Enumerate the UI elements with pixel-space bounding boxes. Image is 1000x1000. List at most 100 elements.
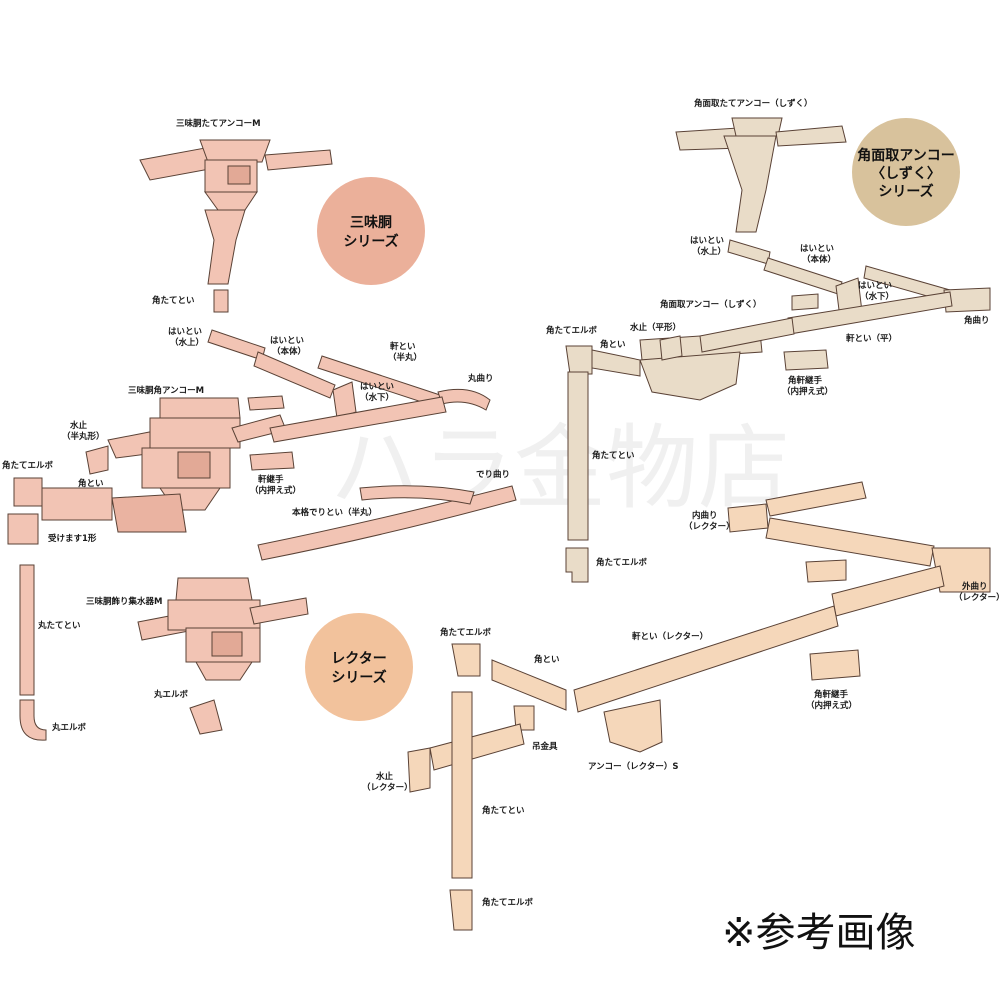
samimido-tate-anko-part	[139, 139, 333, 285]
label-k-mizudome: 水止（平形）	[629, 322, 681, 333]
samimido-haitoi-hontai-part	[253, 351, 336, 399]
rectar-series-badge: レクター シリーズ	[305, 613, 413, 721]
kakumen-series-badge: 角面取アンコー 〈しずく〉 シリーズ	[852, 118, 960, 226]
label-r-kaku-nokitsugite-2: （内押え式）	[806, 700, 857, 711]
label-s-kazari: 三味胴飾り集水器M	[86, 596, 162, 607]
svg-text:シリーズ: シリーズ	[343, 233, 398, 250]
samimido-maru-elbow-right-part	[189, 699, 223, 735]
label-s-kaku-anko: 三味胴角アンコーM	[128, 385, 204, 396]
label-k-kaku-tatetoi: 角たてとい	[592, 450, 635, 461]
label-k-haitoi-hontai-1: はいとい	[800, 244, 834, 254]
label-r-sotomagari-2: （レクター）	[954, 592, 1000, 603]
label-r-nokitoi: 軒とい（レクター）	[632, 631, 708, 642]
samimido-kaku-anko-part	[107, 397, 287, 511]
svg-text:シリーズ: シリーズ	[878, 183, 933, 200]
samimido-small-fitting-part	[247, 395, 285, 411]
label-s-nokitoi-2: （半丸）	[388, 352, 422, 363]
label-r-kaku-nokitsugite-1: 角軒継手	[814, 689, 849, 700]
label-r-uchimagari-2: （レクター）	[684, 521, 735, 532]
samimido-honkaku-deritoi-part	[257, 485, 517, 561]
svg-text:〈しずく〉: 〈しずく〉	[871, 165, 941, 182]
label-s-haitoi-mizushita-2: （水下）	[360, 392, 394, 403]
kakumen-haitoi-mizuue-part	[727, 239, 771, 265]
label-r-mizudome-1: 水止	[375, 771, 394, 782]
samimido-series-badge: 三味胴 シリーズ	[317, 177, 425, 285]
label-k-nokitoi: 軒とい（平）	[846, 333, 897, 344]
samimido-haitoi-mizushita-part	[332, 381, 357, 419]
label-k-haitoi-mizuue-1: はいとい	[690, 236, 724, 246]
rectar-anko-part	[603, 699, 663, 753]
samimido-kaku-tatetoi-part	[213, 289, 229, 313]
label-s-nokitsugite-1: 軒継手	[258, 474, 284, 485]
label-r-mizudome-2: （レクター）	[362, 782, 413, 793]
samimido-kazari-deco-part	[111, 493, 187, 533]
watermark-text: ハラ金物店	[330, 415, 790, 522]
rectar-kaku-elbow-top-part	[451, 643, 481, 677]
kakumen-tate-anko-part	[675, 117, 847, 233]
samimido-deri-magari-part	[359, 485, 475, 505]
svg-text:レクター: レクター	[331, 651, 386, 667]
label-k-haitoi-mizuue-2: （水上）	[692, 246, 726, 257]
kakumen-kaku-tatetoi-part	[567, 371, 589, 541]
kakumen-mizudome-part	[659, 335, 683, 361]
svg-text:三味胴: 三味胴	[350, 215, 392, 231]
rectar-kaku-tatetoi-part	[451, 691, 473, 879]
label-k-haitoi-hontai-2: （本体）	[802, 254, 836, 265]
label-s-kakutoi: 角とい	[78, 478, 104, 489]
label-s-honkaku-deritoi: 本格でりとい（半丸）	[292, 507, 377, 518]
svg-text:角面取アンコー: 角面取アンコー	[857, 147, 954, 164]
label-k-kaku-nokitsugite-2: （内押え式）	[782, 386, 833, 397]
samimido-maru-tatetoi-part	[19, 564, 35, 696]
samimido-uketamasu-part	[7, 513, 39, 545]
rectar-kaku-nokitsugite-part	[809, 649, 861, 681]
samimido-nokitoi-long-part	[269, 396, 447, 443]
label-r-sotomagari-1: 外曲り	[961, 581, 988, 592]
label-s-haitoi-hontai-1: はいとい	[270, 336, 304, 346]
rectar-nokitoi-upper-part	[765, 481, 867, 517]
label-s-tate-anko: 三味胴たてアンコーM	[176, 118, 261, 129]
label-r-kaku-elbow-bottom: 角たてエルボ	[482, 897, 534, 908]
rectar-nokitoi-long-part	[573, 605, 839, 713]
label-r-kaku-elbow-top: 角たてエルボ	[440, 627, 492, 638]
label-s-kaku-elbow: 角たてエルボ	[2, 460, 54, 471]
rectar-series-parts	[407, 481, 991, 931]
label-k-kaku-elbow-bottom: 角たてエルボ	[596, 557, 648, 568]
rectar-nokitoi-front-part	[429, 723, 525, 771]
part-labels: 三味胴たてアンコーM 角たてとい はいとい （水上） はいとい （本体） 軒とい…	[2, 98, 1000, 908]
label-k-kaku-nokitsugite-1: 角軒継手	[788, 375, 823, 386]
label-k-kaku-elbow-top: 角たてエルボ	[546, 325, 598, 336]
samimido-mizudome-part	[85, 445, 109, 475]
label-s-deri-magari: でり曲り	[476, 469, 510, 480]
samimido-maru-elbow-left-part	[19, 699, 47, 741]
label-s-mizudome-1: 水止	[69, 420, 88, 431]
label-s-haitoi-hontai-2: （本体）	[272, 346, 306, 357]
kakumen-kaku-nokitsugite-part	[783, 349, 829, 371]
label-r-kakutoi: 角とい	[534, 654, 560, 665]
samimido-haitoi-mizuue-part	[207, 329, 266, 361]
label-s-mizudome-2: （半丸形）	[62, 431, 105, 442]
label-s-haitoi-mizuue-1: はいとい	[168, 327, 202, 337]
label-r-uchimagari-1: 内曲り	[692, 510, 718, 521]
label-k-kakumagari: 角曲り	[964, 315, 990, 326]
label-k-anko: 角面取アンコー（しずく）	[660, 299, 762, 310]
kakumen-series-parts	[565, 117, 991, 583]
rectar-nokitoi-diagonal-part	[765, 517, 935, 567]
kakumen-kaku-elbow-bottom-part	[565, 547, 589, 583]
samimido-kazari-shusuiki-part	[137, 577, 309, 681]
label-s-haitoi-mizushita-1: はいとい	[360, 382, 394, 392]
kakumen-nokitoi-long-part	[699, 317, 795, 353]
samimido-series-parts	[7, 139, 517, 741]
label-r-tsurikanagu: 吊金具	[532, 741, 558, 752]
label-k-haitoi-mizushita-1: はいとい	[858, 281, 892, 291]
label-s-maru-tatetoi: 丸たてとい	[37, 620, 81, 631]
label-r-kaku-tatetoi: 角たてとい	[482, 805, 525, 816]
label-s-haitoi-mizuue-2: （水上）	[170, 337, 204, 348]
samimido-marumagari-part	[437, 388, 491, 411]
samimido-kakutoi-part	[41, 487, 113, 521]
label-s-marumagari: 丸曲り	[467, 373, 494, 384]
label-s-nokitsugite-2: （内押え式）	[250, 485, 301, 496]
rectar-kakutoi-part	[491, 659, 567, 711]
label-k-haitoi-mizushita-2: （水下）	[860, 291, 894, 302]
